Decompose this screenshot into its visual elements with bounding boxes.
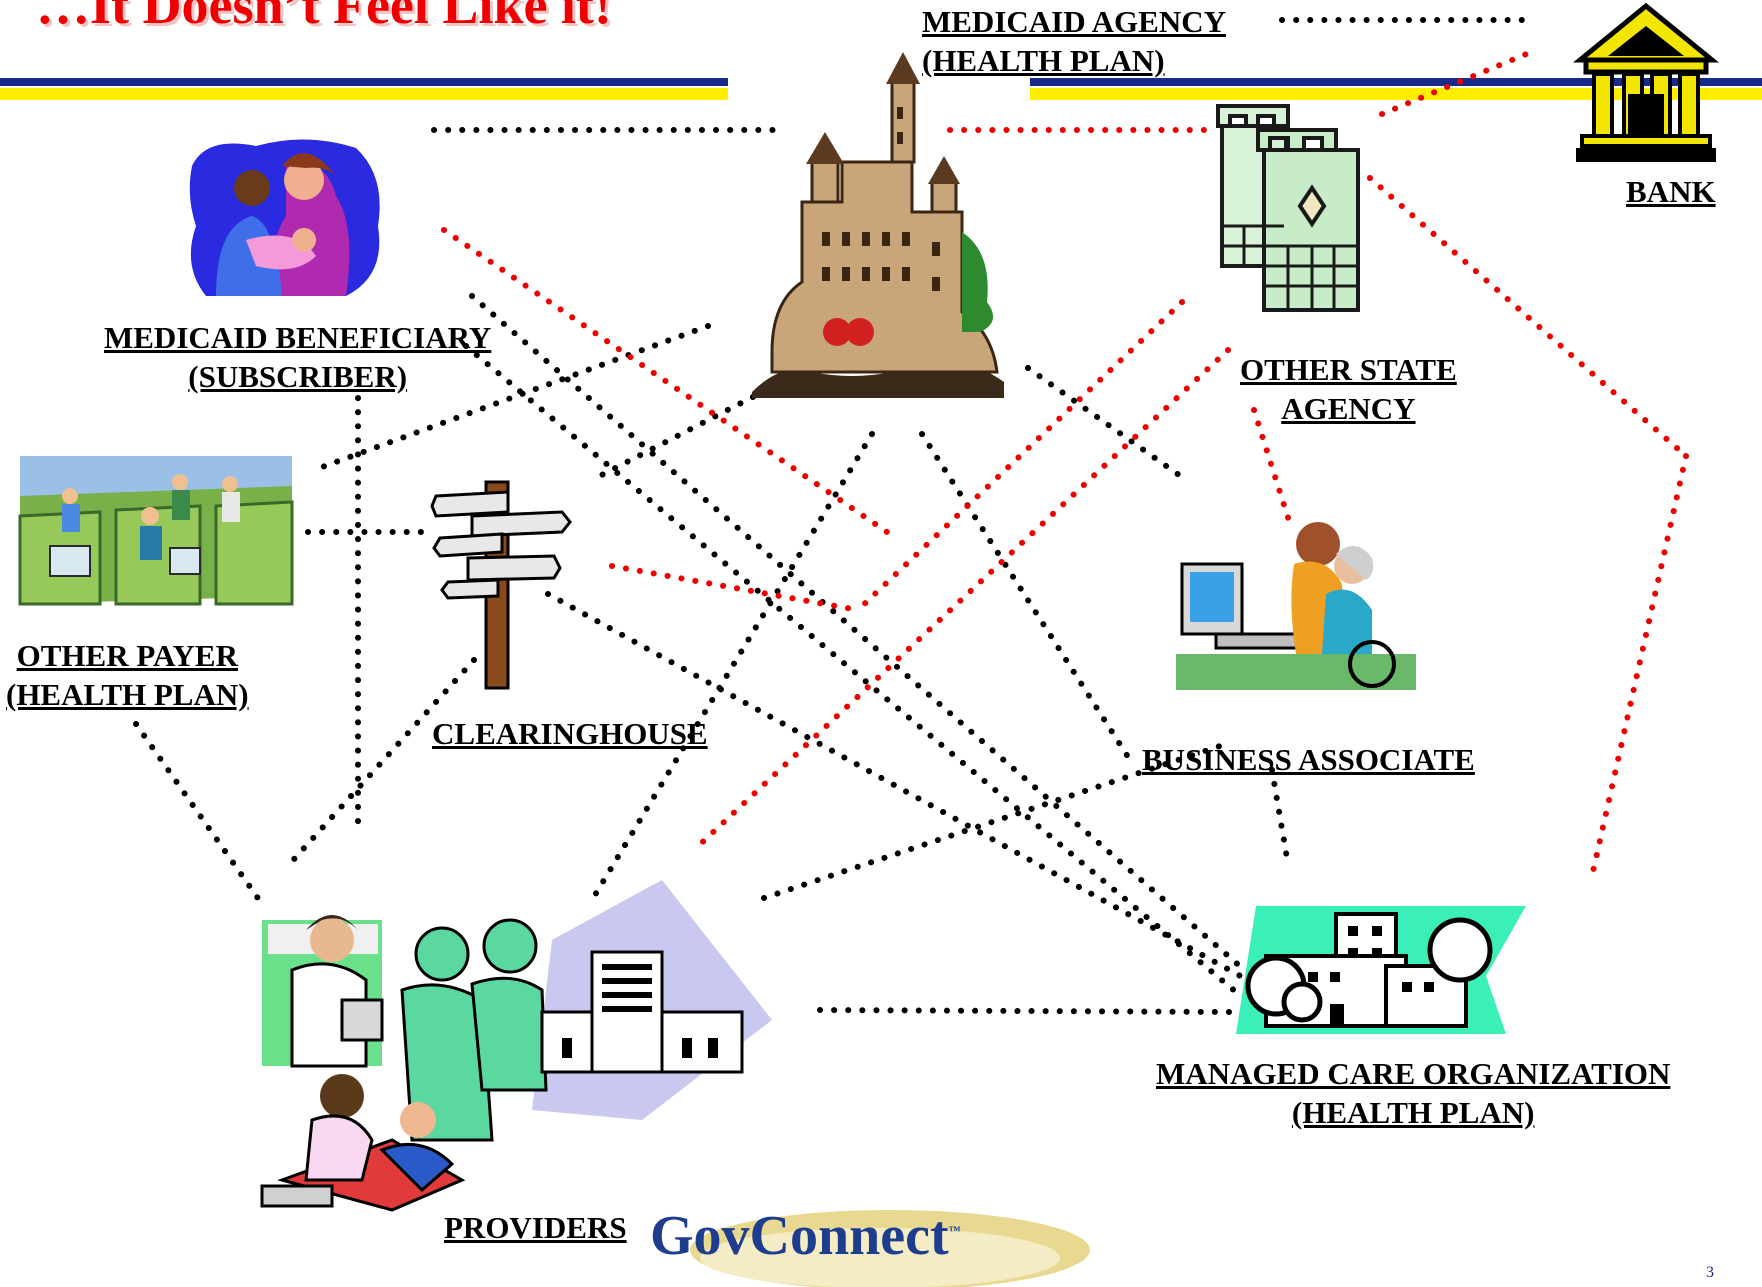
link-tower-mco-b [1589,453,1689,879]
logo-trademark: ™ [948,1223,961,1238]
family-icon [189,139,380,296]
link-agency-business [919,431,1133,763]
label-beneficiary: MEDICAID BENEFICIARY (SUBSCRIBER) [104,318,491,396]
logo-wordmark: GovConnect [650,1205,949,1267]
office-icon [18,456,294,606]
mco-building-icon [1236,906,1526,1034]
link-beneficiary-mco-b [463,343,1239,995]
tower-icon [1216,104,1360,312]
label-providers: PROVIDERS [444,1210,627,1245]
header-rule-right [1030,78,1762,86]
link-clearinghouse-mco [545,591,1247,981]
label-clearinghouse: CLEARINGHOUSE [432,716,708,751]
bank-icon [1572,2,1720,162]
link-agency-east [1025,365,1189,483]
header-rule-left-yellow [0,88,728,100]
beneficiary-line1: MEDICAID BENEFICIARY [104,320,492,355]
label-business-associate: BUSINESS ASSOCIATE [1142,742,1475,777]
mco-line1: MANAGED CARE ORGANIZATION [1156,1056,1671,1091]
label-mco: MANAGED CARE ORGANIZATION (HEALTH PLAN) [1156,1054,1670,1132]
link-tower-bank [1379,47,1539,117]
link-agency-providers [589,431,875,903]
providers-icon [260,880,772,1212]
link-payer-providers [133,721,265,907]
computer-users-icon [1176,522,1416,690]
beneficiary-line2: (SUBSCRIBER) [188,359,408,394]
label-medicaid-agency: MEDICAID AGENCY (HEALTH PLAN) [922,2,1226,80]
label-other-payer: OTHER PAYER (HEALTH PLAN) [6,636,249,714]
other-state-agency-line2: AGENCY [1281,391,1416,426]
label-other-state-agency: OTHER STATE AGENCY [1240,350,1457,428]
header-rule-left [0,78,728,86]
page-number: 3 [1706,1264,1714,1281]
link-agency-payer [311,323,711,473]
castle-icon [752,52,1004,398]
other-payer-line2: (HEALTH PLAN) [6,677,249,712]
medicaid-agency-line2: (HEALTH PLAN) [922,43,1165,78]
link-providers-mco [817,1007,1233,1015]
govconnect-logo: GovConnect™ [640,1200,1100,1287]
link-tower-mco-a [1367,175,1689,459]
link-tower-red-a [855,299,1185,613]
label-bank: BANK [1626,174,1716,209]
link-clearinghouse-red [609,563,861,613]
link-clearinghouse-providers [283,657,477,871]
link-tower-business [1251,407,1293,527]
other-payer-line1: OTHER PAYER [16,638,238,673]
link-beneficiary-red [441,227,893,537]
slide-title: …It Doesn’t Feel Like it! [36,0,612,35]
logo-text: GovConnect™ [650,1204,961,1268]
link-providers-business [761,739,1235,901]
other-state-agency-line1: OTHER STATE [1240,352,1457,387]
link-tower-red-b [691,347,1231,853]
header-rule-right-yellow [1030,88,1762,100]
link-beneficiary-mco-a [469,293,1245,971]
medicaid-agency-line1: MEDICAID AGENCY [922,4,1226,39]
link-business-mco [1269,767,1291,867]
mco-line2: (HEALTH PLAN) [1291,1095,1535,1130]
signpost-icon [430,480,572,690]
